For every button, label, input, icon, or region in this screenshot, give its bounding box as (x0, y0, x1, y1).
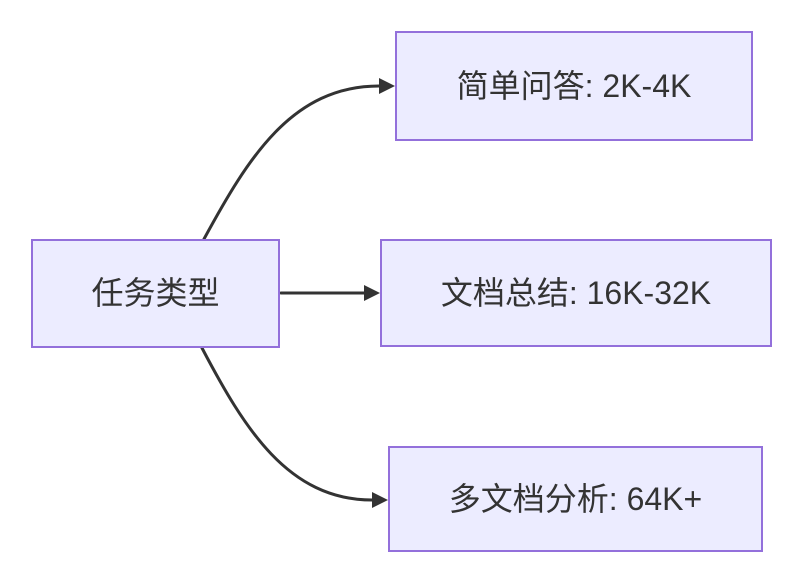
node-doc-summary: 文档总结: 16K-32K (380, 239, 772, 347)
node-task-type: 任务类型 (31, 239, 280, 348)
edge-root-to-qa (202, 84, 381, 241)
arrowhead-qa-icon (379, 78, 395, 94)
node-task-type-label: 任务类型 (91, 275, 220, 312)
node-multi-doc-analysis-label: 多文档分析: 64K+ (448, 480, 703, 517)
node-multi-doc-analysis: 多文档分析: 64K+ (388, 446, 763, 552)
node-doc-summary-label: 文档总结: 16K-32K (440, 274, 712, 311)
node-simple-qa-label: 简单问答: 2K-4K (456, 67, 692, 104)
edge-root-to-multidoc (200, 346, 374, 502)
node-simple-qa: 简单问答: 2K-4K (395, 31, 753, 141)
arrowhead-summary-icon (364, 285, 380, 301)
arrowhead-multidoc-icon (372, 492, 388, 508)
